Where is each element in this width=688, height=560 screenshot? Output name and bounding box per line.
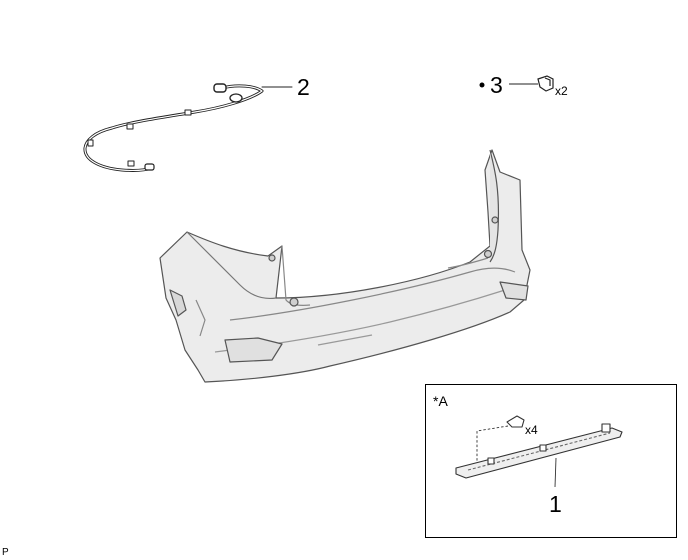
callout-1: 1: [549, 491, 562, 517]
quantity-x2: x2: [555, 84, 568, 98]
inset-label: *A: [433, 393, 448, 409]
wire-harness-part-2: [83, 83, 293, 172]
corner-code: P: [2, 547, 9, 558]
quantity-x4: x4: [525, 423, 538, 437]
clip-part-3: [509, 75, 554, 92]
new-part-marker-dot: [479, 82, 485, 88]
inset-frame: [425, 384, 677, 538]
rear-bumper-cover: [159, 149, 531, 383]
callout-3: 3: [490, 72, 503, 98]
bumper-retainer-part-1: [455, 415, 623, 488]
callout-2: 2: [297, 74, 310, 100]
